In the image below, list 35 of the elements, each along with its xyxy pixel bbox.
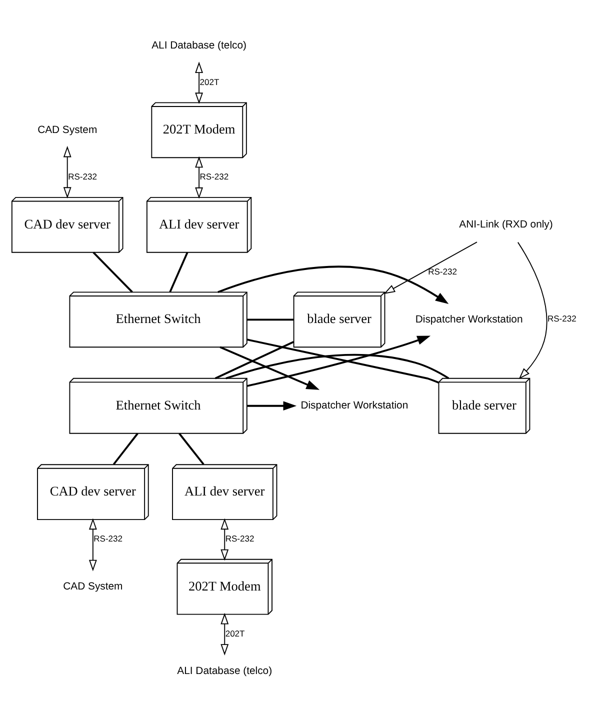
arrow: [218, 265, 449, 304]
connector: [246, 338, 440, 383]
node-text: Dispatcher Workstation: [300, 400, 408, 412]
arrow: [195, 61, 204, 104]
arrow: [247, 400, 297, 410]
node-text: Dispatcher Workstation: [415, 314, 523, 325]
arrow: [246, 335, 431, 386]
connector: [247, 318, 294, 320]
edge-label: 202T: [225, 628, 245, 638]
connector: [169, 252, 188, 292]
connector: [178, 432, 204, 464]
arrow: [220, 612, 229, 655]
connector: [214, 340, 294, 379]
arrow: [517, 241, 548, 379]
arrow: [384, 241, 478, 294]
arrow: [63, 145, 72, 198]
edge-label: RS-232: [94, 533, 123, 544]
edge-label: RS-232: [547, 313, 576, 324]
arrow: [220, 346, 320, 390]
arrow: [220, 518, 229, 560]
node-text: CAD System: [38, 124, 98, 136]
connector: [226, 353, 450, 379]
edge-label: 202T: [200, 76, 220, 86]
edge-label: RS-232: [68, 171, 97, 182]
node-text: CAD System: [63, 580, 123, 592]
connector: [92, 251, 133, 292]
edge-label: RS-232: [428, 266, 457, 276]
node-text: ALI Database (telco): [177, 665, 272, 676]
edge-label: RS-232: [225, 533, 254, 544]
node-text: ANI-Link (RXD only): [459, 219, 553, 230]
edge-label: RS-232: [200, 171, 229, 182]
arrow: [195, 156, 204, 198]
arrow: [88, 518, 97, 571]
node-text: ALI Database (telco): [152, 40, 246, 51]
connector: [112, 432, 138, 464]
